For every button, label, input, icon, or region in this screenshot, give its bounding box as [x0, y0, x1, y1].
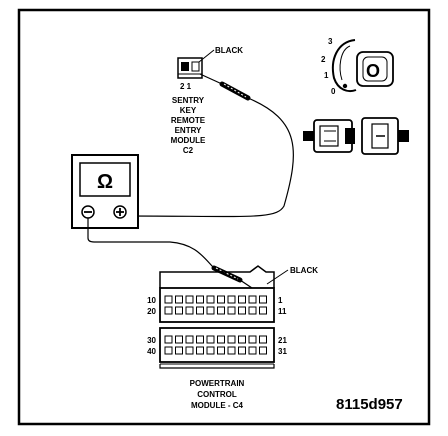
pcm-wire-label: BLACK — [290, 266, 318, 275]
figure-id: 8115d957 — [336, 396, 403, 413]
pcm-pin-label-31: 31 — [278, 347, 287, 356]
sentry-key-connector — [177, 57, 203, 79]
pcm-pin-cavity — [248, 295, 257, 304]
pcm-pin-cavity — [175, 335, 183, 344]
ohm-symbol: Ω — [97, 171, 113, 193]
pcm-pin-cavity — [227, 295, 236, 304]
pcm-pin-grid-lower — [164, 335, 267, 355]
pcm-pin-cavity — [185, 346, 194, 355]
pcm-pin-cavity — [248, 346, 257, 355]
pcm-pin-cavity — [185, 306, 194, 315]
pcm-pin-cavity — [259, 295, 267, 304]
pcm-pin-cavity — [206, 306, 215, 315]
sentry-label-line-3: REMOTE — [171, 116, 206, 125]
pcm-pin-cavity — [196, 306, 204, 315]
pcm-pin-cavity — [206, 295, 215, 304]
pcm-pin-cavity — [206, 335, 215, 344]
pcm-pin-cavity — [206, 346, 215, 355]
ignition-pos-1: 1 — [324, 71, 329, 80]
sentry-module-label: SENTRY KEY REMOTE ENTRY MODULE C2 — [171, 96, 206, 155]
pcm-module-label: POWERTRAIN CONTROL MODULE - C4 — [190, 379, 245, 410]
pcm-pin-label-21: 21 — [278, 336, 287, 345]
pcm-pin-label-10: 10 — [147, 296, 156, 305]
pcm-pin-cavity — [259, 335, 267, 344]
pcm-pin-cavity — [248, 335, 257, 344]
pcm-pin-grid-upper — [164, 295, 267, 315]
pcm-pin-label-30: 30 — [147, 336, 156, 345]
meter-negative-terminal — [81, 205, 95, 219]
diagram-frame — [17, 8, 431, 426]
meter-positive-terminal — [113, 205, 127, 219]
inline-connector — [303, 117, 409, 155]
ignition-pos-0: 0 — [331, 87, 336, 96]
pcm-pin-cavity — [164, 335, 173, 344]
pcm-pin-cavity — [196, 346, 204, 355]
pcm-pin-cavity — [238, 306, 246, 315]
pcm-pin-cavity — [259, 306, 267, 315]
pcm-pin-cavity — [175, 346, 183, 355]
pcm-connector — [159, 265, 275, 369]
meter-positive-lead — [121, 97, 294, 218]
pcm-pin-cavity — [259, 346, 267, 355]
ignition-pos-2: 2 — [321, 55, 326, 64]
pcm-pin-cavity — [227, 346, 236, 355]
pcm-pin-cavity — [238, 346, 246, 355]
pcm-pin-cavity — [248, 306, 257, 315]
pcm-pin-label-1: 1 — [278, 296, 283, 305]
pcm-pin-cavity — [227, 335, 236, 344]
pcm-pin-label-40: 40 — [147, 347, 156, 356]
pcm-pin-cavity — [217, 335, 225, 344]
pcm-pin-cavity — [238, 335, 246, 344]
pcm-pin-label-11: 11 — [278, 307, 287, 316]
pcm-pin-cavity — [196, 295, 204, 304]
pcm-pin-cavity — [164, 346, 173, 355]
pcm-black-leader — [266, 269, 289, 285]
ignition-pos-3: 3 — [328, 37, 333, 46]
sentry-label-line-2: KEY — [180, 106, 197, 115]
pcm-pin-cavity — [164, 295, 173, 304]
pcm-label-line-1: POWERTRAIN — [190, 379, 245, 388]
pcm-pin-cavity — [217, 346, 225, 355]
pcm-pin-cavity — [164, 306, 173, 315]
pcm-pin-cavity — [185, 335, 194, 344]
sentry-label-line-6: C2 — [183, 146, 194, 155]
sentry-label-line-5: MODULE — [171, 136, 206, 145]
pcm-pin-cavity — [217, 306, 225, 315]
sentry-pin-numbers: 2 1 — [180, 82, 192, 91]
pcm-pin-cavity — [217, 295, 225, 304]
pcm-pin-cavity — [227, 306, 236, 315]
pcm-pin-cavity — [238, 295, 246, 304]
ignition-switch: O — [332, 39, 394, 93]
pcm-label-line-2: CONTROL — [197, 390, 237, 399]
sentry-probe — [199, 73, 251, 101]
sentry-black-leader — [198, 49, 215, 63]
meter-negative-lead — [87, 218, 215, 269]
ignition-key-letter: O — [366, 61, 380, 81]
pcm-pin-cavity — [196, 335, 204, 344]
sentry-label-line-4: ENTRY — [175, 126, 202, 135]
sentry-label-line-1: SENTRY — [172, 96, 205, 105]
pcm-pin-cavity — [175, 295, 183, 304]
pcm-pin-cavity — [185, 295, 194, 304]
pcm-pin-cavity — [175, 306, 183, 315]
pcm-pin-label-20: 20 — [147, 307, 156, 316]
sentry-wire-label: BLACK — [215, 46, 243, 55]
pcm-label-line-3: MODULE - C4 — [191, 401, 244, 410]
